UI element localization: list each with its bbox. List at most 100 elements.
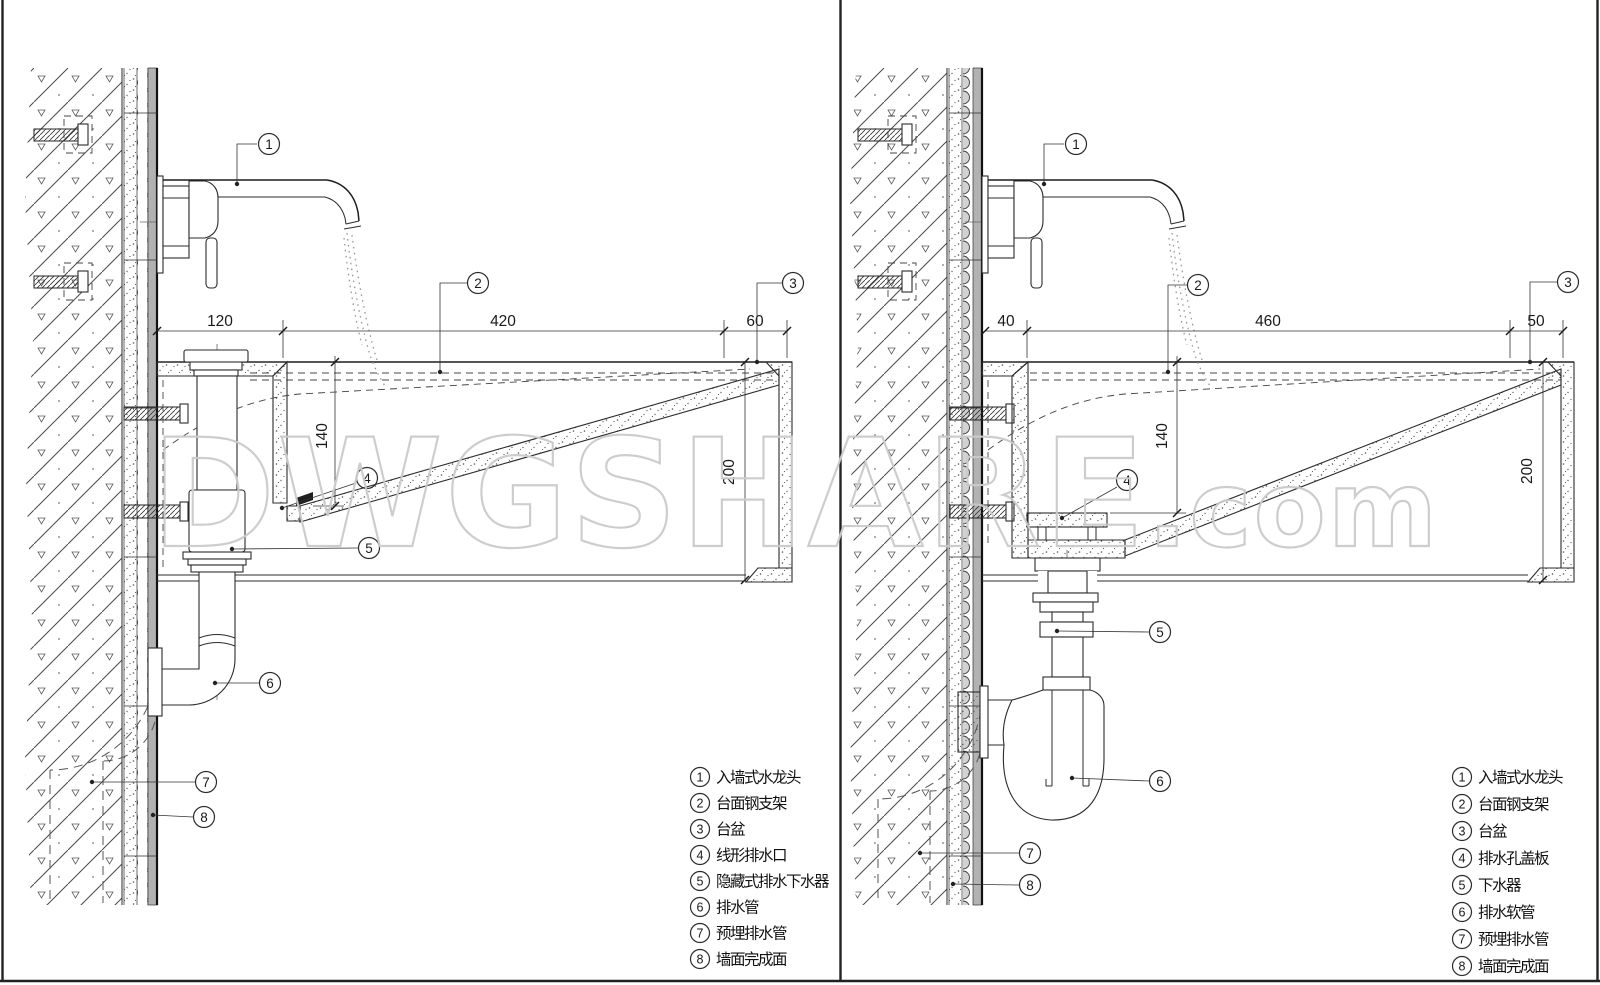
callout-3-num: 3	[1564, 275, 1572, 290]
drain-housing-lines	[1037, 527, 1097, 540]
dim-420: 420	[490, 313, 516, 330]
dim-40: 40	[997, 313, 1015, 330]
legend-num: 5	[697, 875, 704, 889]
wall-faucet	[965, 175, 1187, 289]
callout-8-num: 8	[1026, 878, 1034, 893]
drain-elbow-pipe	[159, 571, 236, 706]
legend-label: 台盆	[1478, 823, 1508, 841]
callout-2-num: 2	[474, 276, 482, 291]
legend-num: 3	[1459, 825, 1466, 839]
callout-3: 3	[754, 271, 805, 365]
trap-inner-tube	[1045, 690, 1090, 787]
callout-4-num: 4	[363, 471, 371, 486]
faucet-handle-lever	[1030, 237, 1043, 289]
water-stream	[1168, 232, 1211, 387]
legend-num: 4	[1459, 852, 1466, 866]
legend-label: 预埋排水管	[1478, 931, 1549, 949]
callout-8: 8	[950, 873, 1042, 897]
callout-1-num: 1	[1072, 137, 1080, 152]
callout-4-num: 4	[1123, 473, 1131, 488]
spout-inner-curve	[324, 196, 347, 225]
legend-label: 排水孔盖板	[1478, 850, 1549, 868]
callout-1: 1	[234, 132, 281, 187]
callout-6-num: 6	[1156, 774, 1164, 789]
p-trap-drain-assembly	[957, 550, 1105, 821]
drain-ring	[193, 369, 239, 377]
spout-inner-curve	[1149, 196, 1172, 225]
faucet-handle-lever	[205, 237, 218, 289]
drain-tube	[1051, 611, 1084, 623]
dimension-top: 40 460 50	[980, 313, 1568, 358]
faucet-handle-knob	[1013, 180, 1044, 239]
drain-slip-nut	[1039, 621, 1094, 638]
callout-5-num: 5	[1156, 625, 1164, 640]
dim-140: 140	[314, 423, 331, 449]
hidden-steel-bracket-lines	[987, 368, 1561, 546]
legend-num: 6	[1459, 906, 1466, 920]
wall-faucet	[140, 175, 362, 289]
callout-5: 5	[229, 536, 381, 560]
callout-6-num: 6	[266, 676, 274, 691]
basin-apron	[1546, 361, 1575, 569]
legend-label: 下水器	[1478, 877, 1522, 895]
drain-ring	[189, 361, 243, 371]
legend-row: 6 排水软管	[1451, 901, 1537, 923]
legend-num: 8	[697, 953, 704, 967]
legend-label: 预埋排水管	[716, 925, 787, 943]
legend-num: 2	[697, 797, 704, 811]
legend-label: 线形排水口	[716, 847, 786, 865]
left-detail-drawing: 120 420 60 140 200 1 2 3 4	[25, 67, 832, 970]
trap-sleeve	[1042, 676, 1091, 691]
mortar-layer	[124, 68, 137, 905]
legend-num: 5	[1459, 879, 1466, 893]
callout-4: 4	[279, 466, 379, 511]
elbow-hub-line	[198, 634, 236, 639]
dim-50: 50	[1527, 313, 1545, 330]
faucet-valve-body	[162, 185, 190, 259]
legend-label: 排水软管	[1478, 904, 1535, 922]
drain-top-flange	[183, 349, 249, 363]
spout-tip	[1170, 220, 1185, 225]
legend-label: 墙面完成面	[1478, 958, 1549, 976]
callout-5-num: 5	[365, 541, 373, 556]
counter-basin	[156, 360, 793, 583]
right-detail-drawing: 40 460 50 140 200 1 2 3 4	[850, 67, 1580, 977]
concrete-hatch	[25, 68, 122, 905]
legend-row: 3 台盆	[1451, 820, 1510, 842]
spout-tip	[343, 225, 362, 230]
callouts: 1 2 3 4 5 6 7 8	[917, 132, 1580, 897]
apron-return-lip	[744, 567, 793, 583]
callout-8: 8	[150, 805, 216, 829]
legend-label: 台盆	[716, 821, 746, 839]
elbow-hub-line	[198, 642, 236, 647]
spout-tip	[1168, 225, 1187, 230]
legend-num: 6	[697, 901, 704, 915]
legend-label: 台面钢支架	[716, 795, 787, 813]
watermark-suffix: .com	[1148, 449, 1440, 571]
apron-return-lip	[1526, 567, 1575, 583]
dim-120: 120	[207, 313, 233, 330]
watermark-main: DWGSHARE	[151, 408, 1148, 582]
adhesive-layer	[962, 68, 973, 905]
drain-body-tube	[196, 375, 238, 491]
dimension-depth: 140	[313, 356, 344, 511]
dimension-depth: 140	[1110, 356, 1186, 518]
spout-outer-curve	[326, 179, 360, 222]
dimension-top: 120 420 60	[152, 313, 792, 358]
faucet-valve-body	[987, 185, 1015, 259]
water-stream	[343, 232, 386, 387]
legend-num: 2	[1459, 798, 1466, 812]
callout-4: 4	[1059, 468, 1139, 521]
basin-rim-hidden-line	[987, 368, 1541, 451]
callout-7: 7	[917, 841, 1042, 865]
dim-200: 200	[721, 459, 738, 485]
